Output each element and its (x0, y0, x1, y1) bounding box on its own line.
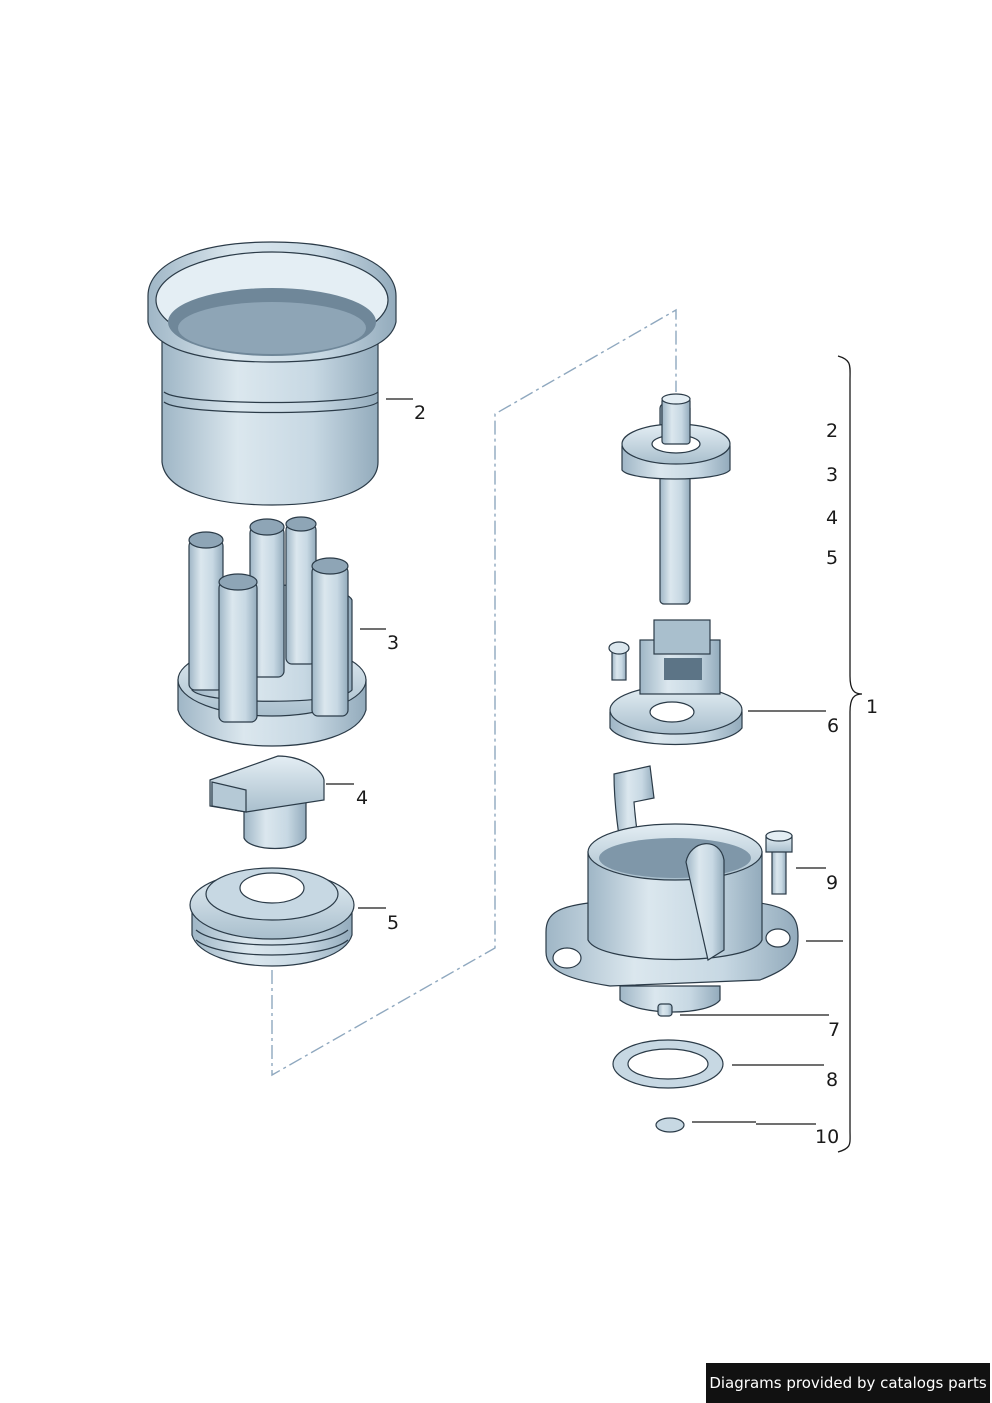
part-shaft-and-trigger-wheel (621, 393, 731, 605)
callout-6: 6 (827, 715, 839, 737)
callout-group-3: 3 (826, 464, 838, 486)
callout-10: 10 (815, 1126, 839, 1148)
callout-assembly-1: 1 (866, 696, 878, 718)
part-distributor-housing (545, 765, 799, 1017)
callout-7: 7 (828, 1019, 840, 1041)
part-distributor-cap (177, 516, 367, 747)
part-small-seal (655, 1117, 685, 1133)
callout-9: 9 (826, 872, 838, 894)
callout-group-2: 2 (826, 420, 838, 442)
callout-left-5: 5 (387, 912, 399, 934)
part-o-ring-hole (627, 1048, 709, 1080)
part-rotor (209, 755, 325, 849)
callout-left-3: 3 (387, 632, 399, 654)
callout-left-4: 4 (356, 787, 368, 809)
part-hall-sender (608, 619, 743, 746)
callout-left-2: 2 (414, 402, 426, 424)
callout-labels: 2 3 4 5 2 3 4 5 6 9 7 8 10 1 (356, 402, 878, 1148)
part-bolt (765, 830, 793, 895)
leader-lines (326, 355, 863, 1153)
credit-banner: Diagrams provided by catalogs parts (706, 1363, 990, 1403)
callout-8: 8 (826, 1069, 838, 1091)
callout-group-5: 5 (826, 547, 838, 569)
part-dust-cover (189, 867, 355, 967)
callout-group-4: 4 (826, 507, 838, 529)
part-shield-cup (147, 241, 397, 506)
assembly-axis-line (271, 308, 677, 1077)
